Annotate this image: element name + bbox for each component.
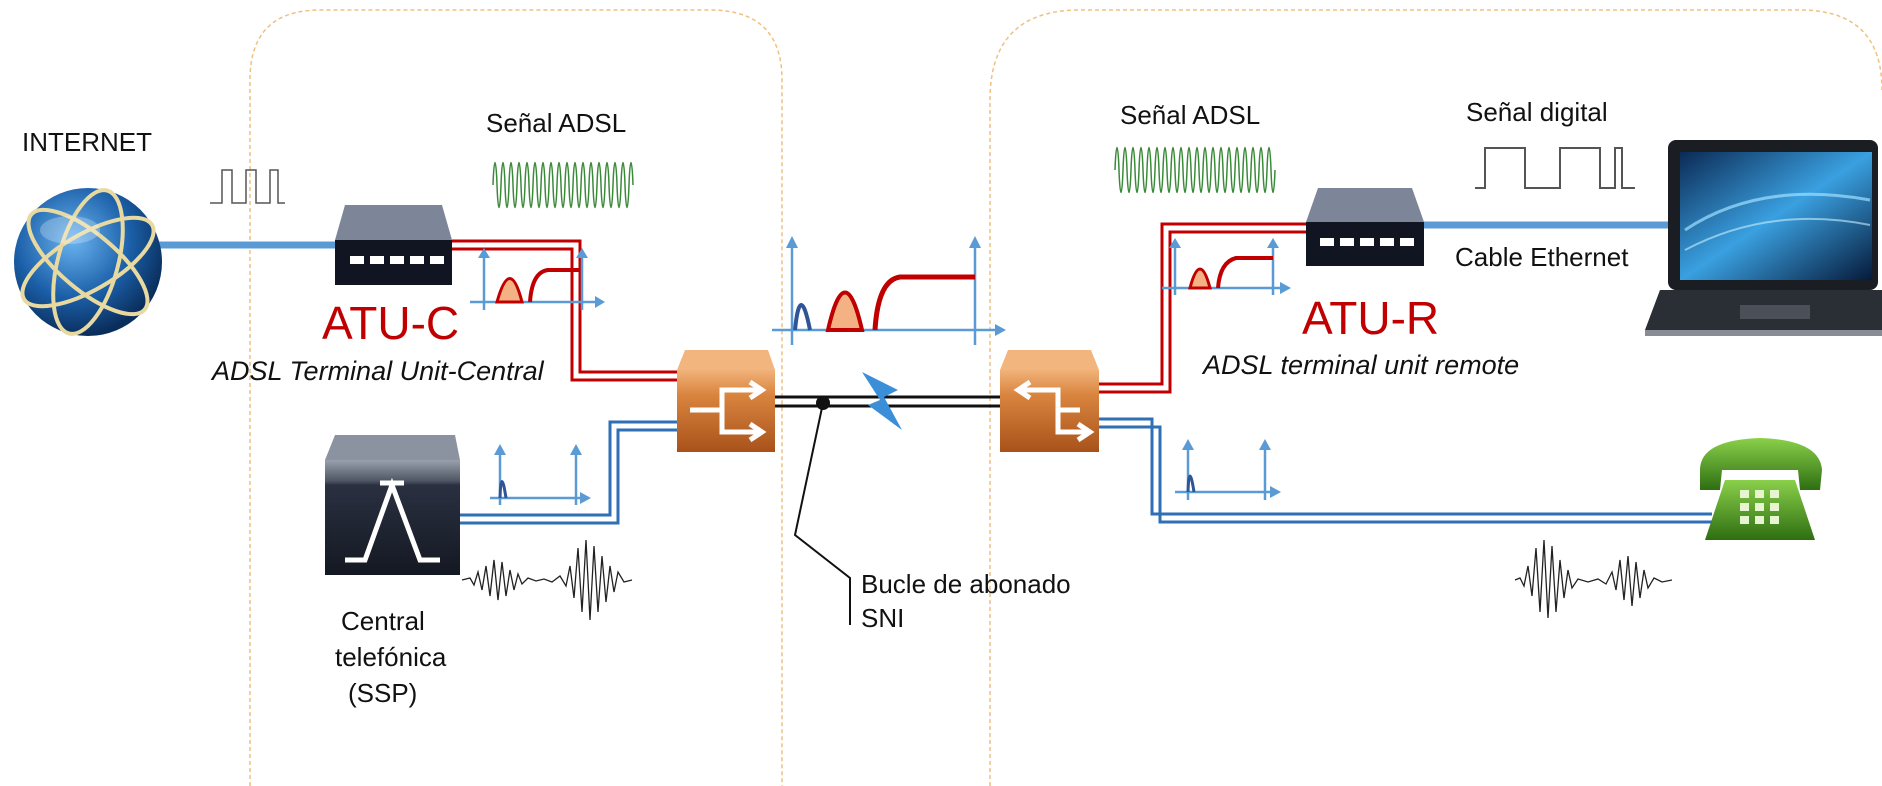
senal-adsl-left-label: Señal ADSL <box>486 108 627 138</box>
digital-signal-internet-icon <box>210 169 285 204</box>
spectrum-loop <box>772 236 1006 345</box>
spectrum-atu-c <box>470 248 605 310</box>
adsl-signal-left-icon <box>492 161 634 209</box>
voice-waveform-right-icon <box>1514 539 1673 619</box>
atu-r-description: ADSL terminal unit remote <box>1203 350 1520 380</box>
voice-line-left <box>460 420 677 525</box>
adsl-line-left <box>452 239 677 382</box>
bucle-label: Bucle de abonado <box>861 569 1071 599</box>
internet-label: INTERNET <box>22 127 152 157</box>
telephone-icon <box>1700 438 1822 540</box>
spectrum-atu-r <box>1162 238 1291 295</box>
voice-waveform-left-icon <box>461 539 633 621</box>
senal-digital-label: Señal digital <box>1466 97 1608 127</box>
atu-c-modem-icon <box>335 205 452 285</box>
globe-icon <box>14 188 162 336</box>
atu-r-title: ATU-R <box>1302 292 1440 344</box>
splitter-left-icon <box>677 350 775 452</box>
voice-spectrum-right <box>1175 439 1281 500</box>
splitter-right-icon <box>1000 350 1099 452</box>
senal-adsl-right-label: Señal ADSL <box>1120 100 1261 130</box>
central-office-zone <box>249 9 783 786</box>
central-switch-icon <box>325 435 460 575</box>
atu-r-modem-icon <box>1306 188 1424 266</box>
lightning-icon <box>862 372 902 430</box>
bucle-label-2: SNI <box>861 603 905 633</box>
digital-signal-laptop-icon <box>1475 147 1635 189</box>
bucle-pointer <box>793 402 851 625</box>
central-label-3: (SSP) <box>348 678 418 708</box>
atu-c-title: ATU-C <box>322 297 460 349</box>
adsl-signal-right-icon <box>1114 146 1276 194</box>
laptop-icon <box>1645 140 1882 336</box>
adsl-line-right <box>1099 222 1306 394</box>
central-label-2: telefónica <box>335 642 447 672</box>
cable-ethernet-label: Cable Ethernet <box>1455 242 1629 272</box>
voice-spectrum-left <box>490 444 591 505</box>
central-label: Central <box>341 606 425 636</box>
voice-line-right <box>1099 417 1712 524</box>
atu-c-description: ADSL Terminal Unit-Central <box>212 356 544 386</box>
